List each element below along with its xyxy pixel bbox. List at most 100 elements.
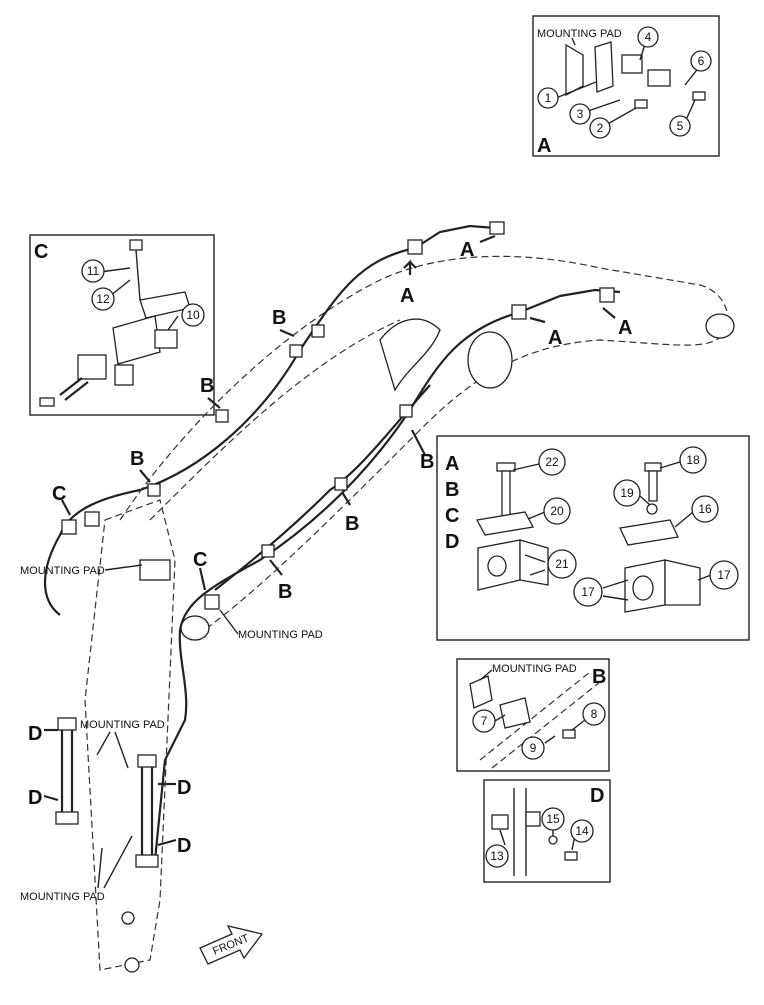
boom-foot-pin: [705, 313, 735, 339]
arm-pin: [180, 615, 210, 641]
inset-a-bolt-2: [634, 99, 648, 109]
marker-a-1: A: [400, 285, 414, 307]
inset-a-letter: A: [537, 135, 551, 157]
callout-11: 11: [81, 259, 105, 283]
marker-b-1: B: [272, 307, 286, 329]
inset-abcd: A B C D 22 20 21 18 19 16 17: [436, 435, 750, 641]
marker-b-4: B: [420, 451, 434, 473]
mounting-pad-label-upper: MOUNTING PAD: [80, 719, 165, 731]
marker-d-1: D: [28, 723, 42, 745]
inset-d-frame: [483, 779, 611, 883]
arm-mounting-pad: [139, 559, 171, 581]
inset-a-clamp-upper: [621, 54, 643, 74]
callout-6: 6: [690, 50, 712, 72]
inset-a: MOUNTING PAD A 1 3 2 4 5 6: [532, 15, 720, 157]
svg-text:17: 17: [717, 568, 731, 582]
inset-abcd-frame: [436, 435, 750, 641]
callout-13: 13: [485, 844, 509, 868]
callout-8: 8: [582, 702, 606, 726]
inset-c-clamp-left: [77, 354, 107, 380]
inset-c: C 11 12 10: [29, 234, 215, 416]
svg-text:18: 18: [686, 453, 700, 467]
marker-c-2: C: [193, 549, 207, 571]
svg-text:1: 1: [545, 91, 552, 105]
svg-text:10: 10: [186, 308, 200, 322]
inset-b-clamp: [499, 697, 531, 729]
boom-cylinder-pin: [467, 331, 513, 389]
callout-5: 5: [669, 115, 691, 137]
inset-a-frame: [532, 15, 720, 157]
svg-text:2: 2: [597, 121, 604, 135]
callout-14: 14: [570, 819, 594, 843]
callout-4: 4: [637, 26, 659, 48]
svg-text:15: 15: [546, 812, 560, 826]
inset-b-frame: [456, 658, 610, 772]
marker-b-5: B: [345, 513, 359, 535]
callout-17-left: 17: [573, 577, 603, 607]
inset-d: D 13 15 14: [483, 779, 611, 883]
inset-a-mounting-pad: [565, 43, 584, 97]
svg-text:17: 17: [581, 585, 595, 599]
callout-10: 10: [181, 303, 205, 327]
callout-19: 19: [613, 479, 641, 507]
marker-b-3: B: [130, 448, 144, 470]
location-markers: A A A A B B B B B B C C D D D D: [28, 234, 632, 857]
hydraulic-line-middle: [214, 384, 431, 591]
svg-text:12: 12: [96, 292, 110, 306]
inset-b: MOUNTING PAD B 7 8 9: [456, 658, 610, 772]
marker-b-6: B: [278, 581, 292, 603]
svg-text:20: 20: [550, 504, 564, 518]
svg-text:4: 4: [645, 30, 652, 44]
callout-17-right: 17: [709, 560, 739, 590]
inset-c-bolt: [129, 239, 143, 251]
callout-18: 18: [679, 446, 707, 474]
inset-abcd-plate-20: [476, 511, 534, 536]
callout-20: 20: [543, 497, 571, 525]
boom-bracket: [379, 318, 441, 392]
marker-d-2: D: [28, 787, 42, 809]
inset-abcd-letter-c: C: [445, 505, 459, 527]
callout-9: 9: [521, 736, 545, 760]
svg-text:14: 14: [575, 824, 589, 838]
callout-3: 3: [569, 103, 591, 125]
hydraulic-line-lower: [153, 310, 521, 861]
svg-text:9: 9: [530, 741, 537, 755]
svg-text:3: 3: [577, 107, 584, 121]
inset-c-letter: C: [34, 241, 48, 263]
svg-text:16: 16: [698, 502, 712, 516]
marker-a-2: A: [460, 239, 474, 261]
mounting-pad-label-arm: MOUNTING PAD: [20, 565, 105, 577]
inset-c-frame: [29, 234, 215, 416]
callout-15: 15: [541, 807, 565, 831]
inset-c-clamp-body: [112, 315, 161, 365]
callout-12: 12: [91, 287, 115, 311]
inset-b-letter: B: [592, 666, 606, 688]
inset-c-clamp-half: [154, 329, 178, 349]
callout-2: 2: [589, 117, 611, 139]
svg-text:11: 11: [87, 264, 100, 278]
svg-text:22: 22: [545, 455, 559, 469]
svg-text:19: 19: [620, 486, 634, 500]
svg-text:7: 7: [481, 714, 488, 728]
inset-a-pad-label: MOUNTING PAD: [537, 28, 622, 40]
marker-d-3: D: [177, 777, 191, 799]
marker-a-3: A: [548, 327, 562, 349]
marker-b-2: B: [200, 375, 214, 397]
marker-c-1: C: [52, 483, 66, 505]
arm-outline: [84, 499, 176, 971]
svg-text:13: 13: [490, 849, 504, 863]
callout-1: 1: [537, 87, 559, 109]
svg-text:21: 21: [555, 557, 569, 571]
inset-d-letter: D: [590, 785, 604, 807]
inset-abcd-letter-a: A: [445, 453, 459, 475]
inset-a-bolt-5: [692, 91, 706, 101]
mounting-pad-label-lower: MOUNTING PAD: [20, 891, 105, 903]
callout-22: 22: [538, 448, 566, 476]
callout-21: 21: [547, 549, 577, 579]
hydraulic-line-upper: [43, 246, 416, 616]
inset-abcd-letter-d: D: [445, 531, 459, 553]
inset-b-mounting-pad: [469, 675, 493, 709]
inset-a-plate: [594, 41, 614, 93]
svg-text:6: 6: [698, 54, 705, 68]
